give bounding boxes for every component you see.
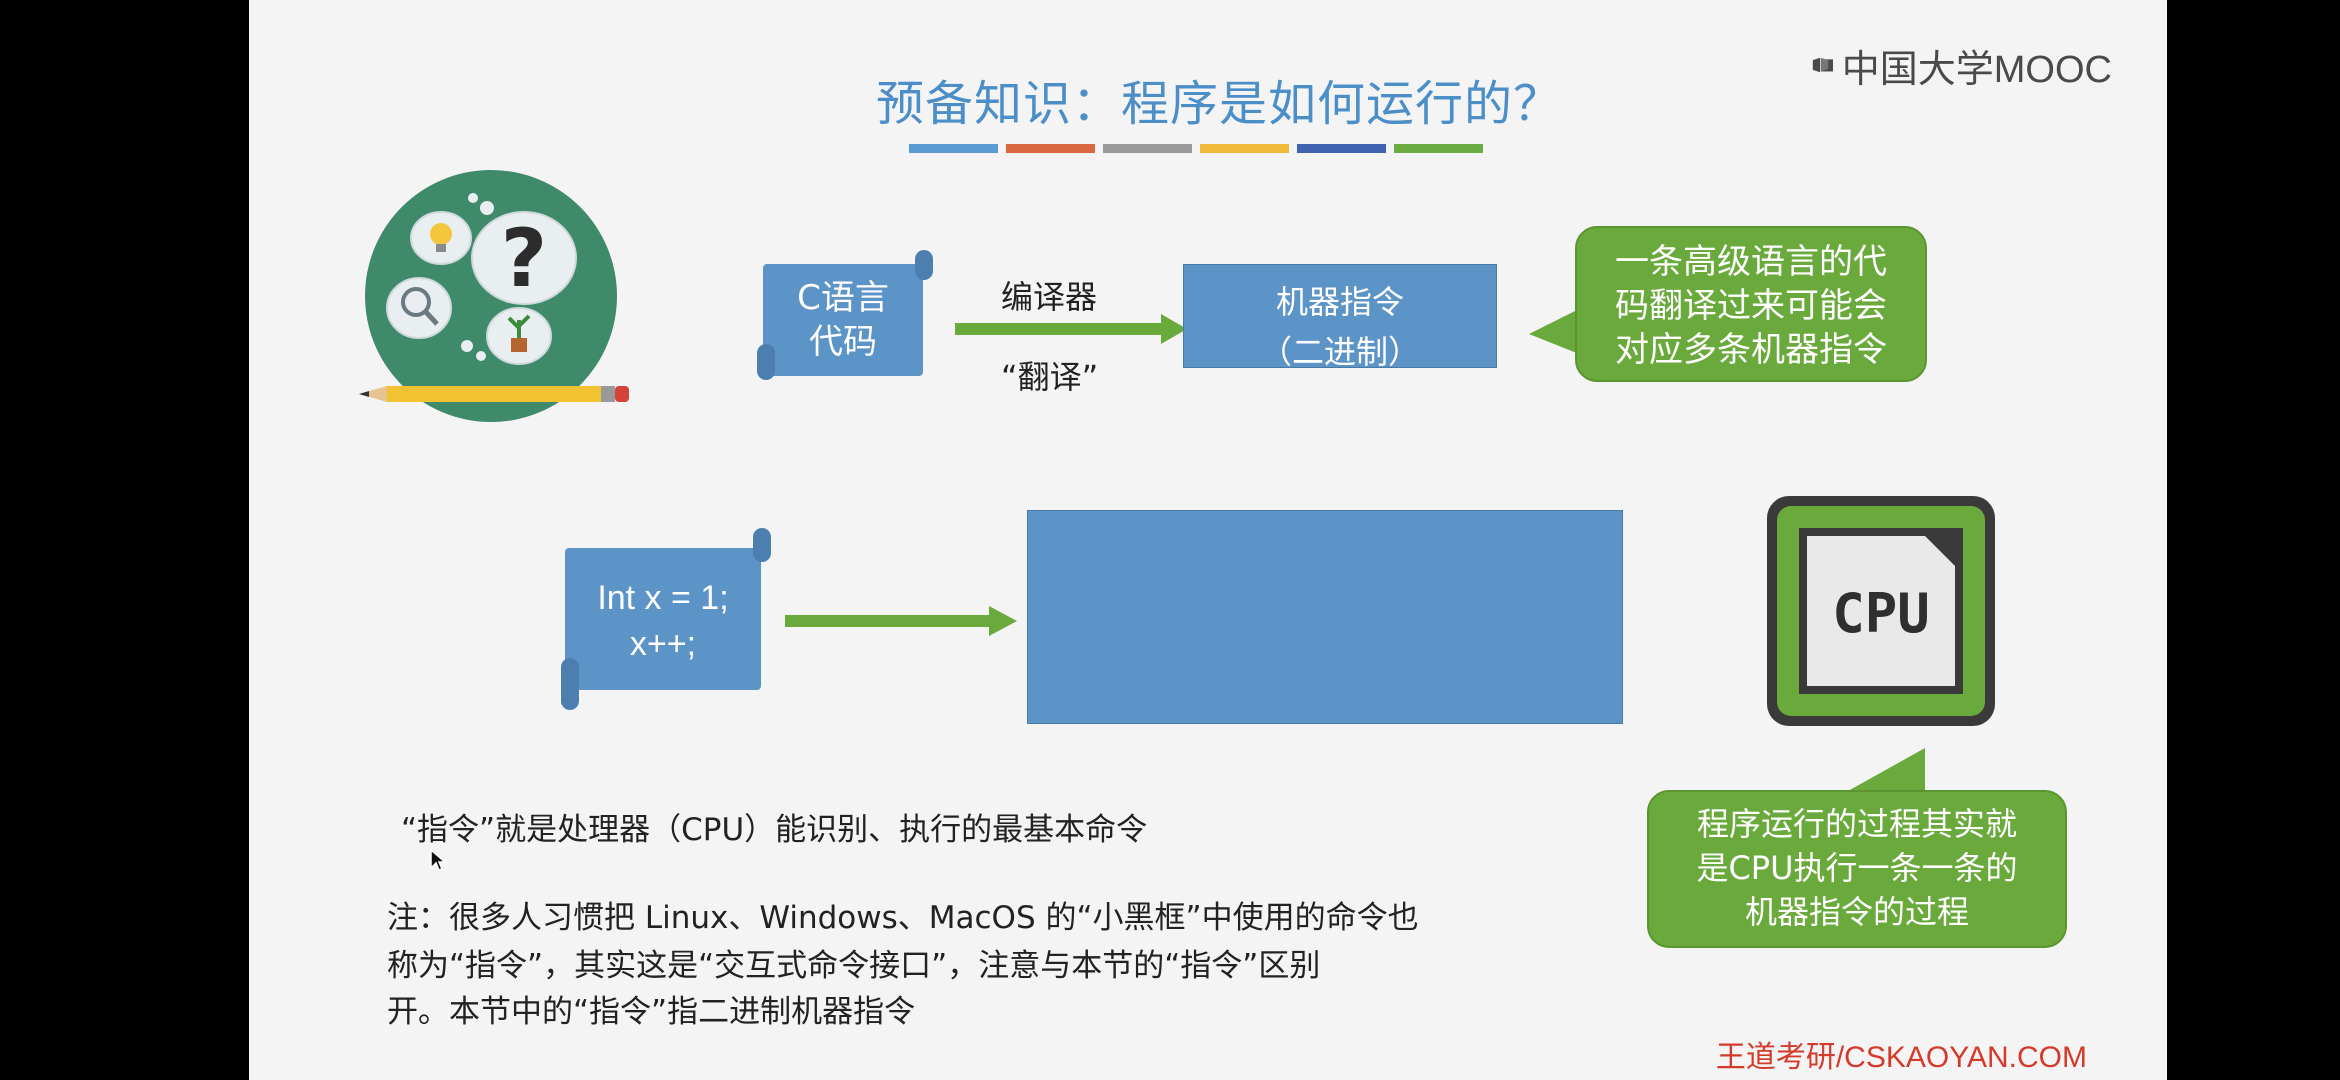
cpu-chip-icon: CPU xyxy=(1767,496,1995,726)
c-code-scroll-curl-icon xyxy=(757,250,933,380)
mooc-logo-icon xyxy=(1812,57,1833,73)
note-line2: 称为“指令”，其实这是“交互式命令接口”，注意与本节的“指令”区别 xyxy=(387,948,1321,984)
top-note-line3: 对应多条机器指令 xyxy=(1615,330,1887,370)
top-note-line2: 码翻译过来可能会 xyxy=(1615,286,1887,326)
title-bar-3 xyxy=(1103,144,1192,153)
slide-title: 预备知识：程序是如何运行的？ xyxy=(875,76,1562,132)
compiler-label: 编译器 xyxy=(1001,278,1098,316)
title-bar-2 xyxy=(1006,144,1095,153)
compile-arrow-icon xyxy=(955,314,1187,344)
c-code-scroll: C语言 代码 xyxy=(763,264,923,376)
svg-text:?: ? xyxy=(501,212,547,305)
translate-label: “翻译” xyxy=(1001,358,1099,396)
thinking-illustration: ? xyxy=(359,170,629,422)
title-bar-6 xyxy=(1394,144,1483,153)
execute-arrow-icon xyxy=(785,606,1017,636)
bottom-bubble-tail-icon xyxy=(1839,748,1925,796)
mouse-cursor-icon xyxy=(430,848,447,871)
top-bubble-tail-icon xyxy=(1529,304,1589,358)
top-note-line1: 一条高级语言的代 xyxy=(1615,242,1887,282)
slide: 预备知识：程序是如何运行的？ 中国大学MOOC ? xyxy=(249,0,2167,1080)
source-code-scroll: Int x = 1; x++; xyxy=(565,548,761,690)
title-bar-4 xyxy=(1200,144,1289,153)
source-code-line1: Int x = 1; xyxy=(597,579,729,617)
machine-instruction-line2: （二进制） xyxy=(1259,333,1420,371)
bottom-note-line1: 程序运行的过程其实就 xyxy=(1696,805,2017,843)
mooc-logo-text: 中国大学MOOC xyxy=(1841,48,2112,91)
title-bar-5 xyxy=(1297,144,1386,153)
footer-brand: 王道考研/CSKAOYAN.COM xyxy=(1715,1041,2087,1074)
machine-instruction-box: 机器指令 （二进制） xyxy=(1183,264,1497,371)
bottom-note-bubble: 程序运行的过程其实就 是CPU执行一条一条的 机器指令的过程 xyxy=(1647,790,2067,948)
c-code-line2: 代码 xyxy=(809,322,877,362)
top-note-bubble: 一条高级语言的代 码翻译过来可能会 对应多条机器指令 xyxy=(1575,226,1927,382)
machine-instruction-line1: 机器指令 xyxy=(1275,283,1404,321)
note-line3: 开。本节中的“指令”指二进制机器指令 xyxy=(387,994,916,1030)
bottom-note-line2: 是CPU执行一条一条的 xyxy=(1696,849,2018,887)
source-code-line2: x++; xyxy=(629,625,697,663)
c-code-line1: C语言 xyxy=(797,278,889,318)
mooc-logo: 中国大学MOOC xyxy=(1812,42,2112,91)
bottom-note-line3: 机器指令的过程 xyxy=(1744,893,1969,931)
instruction-definition: “指令”就是处理器（CPU）能识别、执行的最基本命令 xyxy=(401,812,1148,848)
note-line1: 注：很多人习惯把 Linux、Windows、MacOS 的“小黑框”中使用的命… xyxy=(387,900,1419,936)
cpu-label: CPU xyxy=(1832,582,1930,645)
source-code-scroll-curl-icon xyxy=(561,528,771,710)
title-bar-1 xyxy=(909,144,998,153)
instruction-sequence-box xyxy=(1027,510,1623,724)
